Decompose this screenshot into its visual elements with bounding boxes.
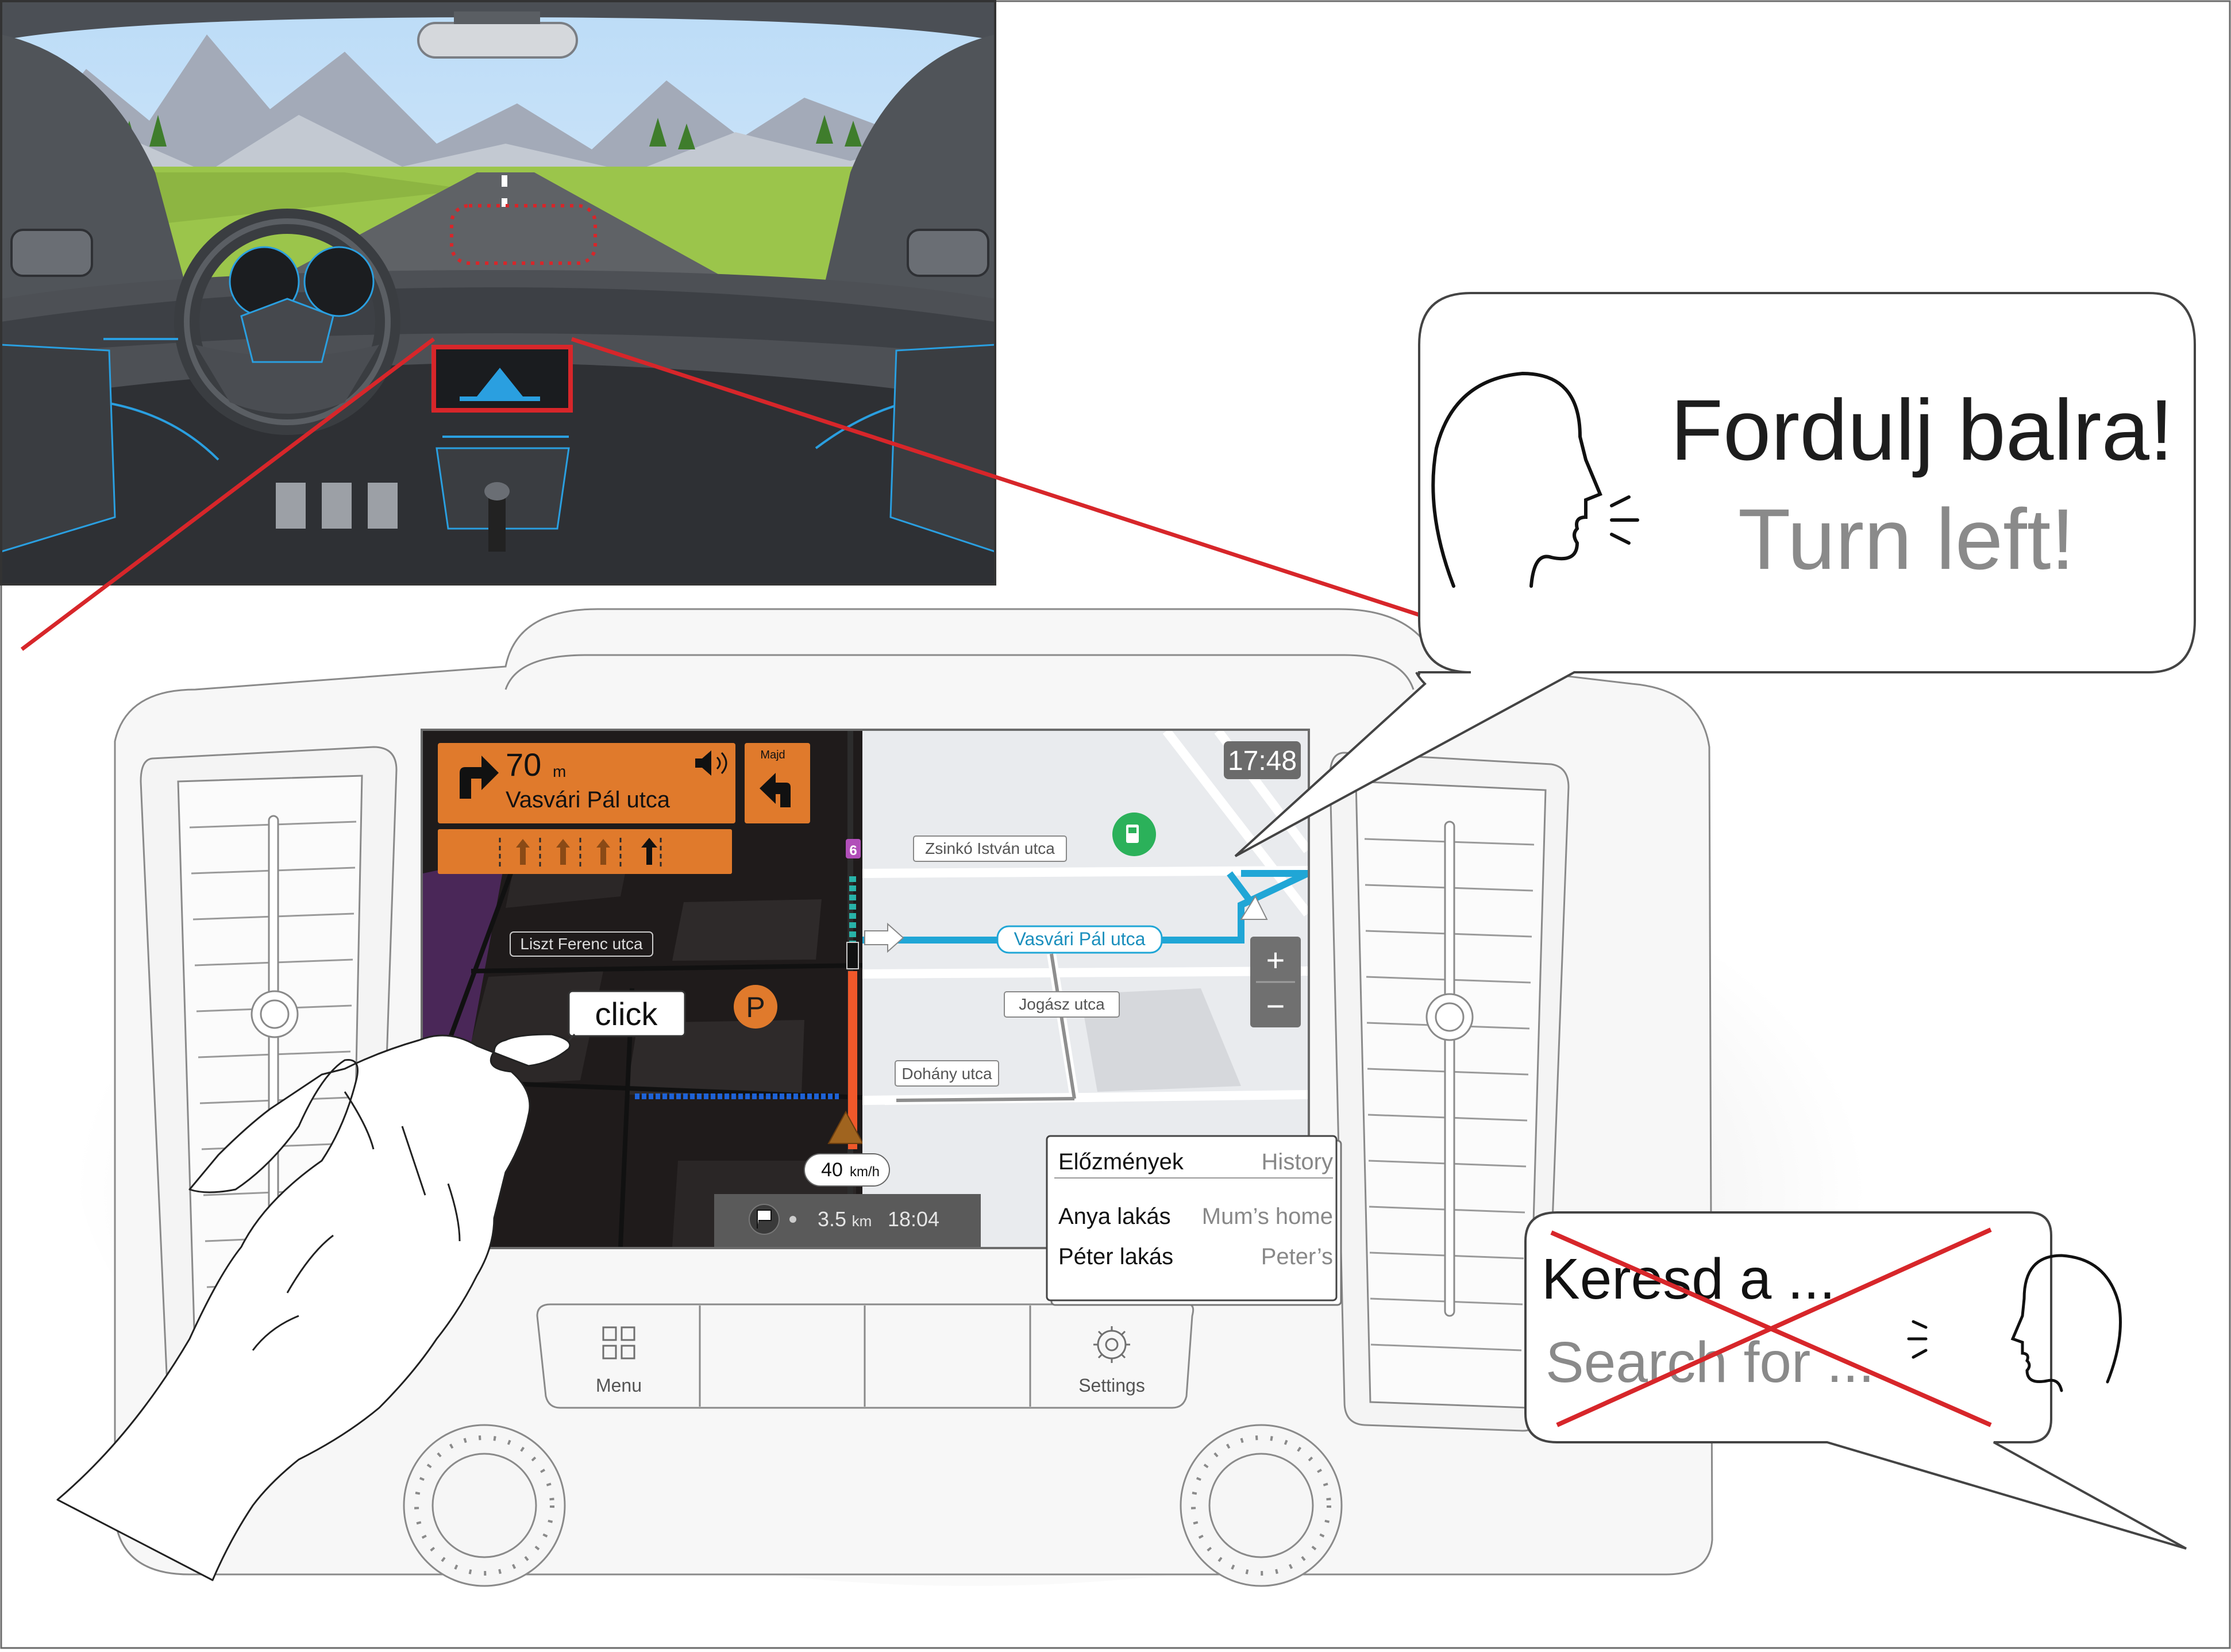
map-label-jogasz-text: Jogász utca [1019,995,1105,1013]
history-item-en: Peter’s [1261,1244,1333,1269]
speech-correct-english: Turn left! [1738,491,2075,587]
maneuver-distance: 70 [506,746,541,783]
clock-badge [1224,741,1301,779]
speech-bubble-crossed-out: Keresd a ... Search for ... [1524,1211,2187,1550]
parking-icon-label: P [746,991,765,1023]
click-callout: click [562,990,686,1048]
turn-right-icon [460,756,499,799]
turn-left-icon [760,773,791,807]
settings-button-label: Settings [1078,1375,1145,1396]
menu-button[interactable]: Menu [596,1326,642,1396]
maneuver-distance-unit: m [553,763,566,780]
remaining-unit: km [852,1212,872,1230]
speech-correct-hungarian: Fordulj balra! [1670,382,2173,478]
map-label-vasvari-text: Vasvári Pál utca [1014,929,1146,949]
cross-out-line [1556,1227,1992,1427]
menu-button-label: Menu [596,1375,642,1396]
speed-value: 40 [821,1159,843,1181]
next-maneuver-label: Majd [760,749,785,761]
bottom-button-bar [536,1303,1195,1409]
map-label-zsinko: Zsinkó István utca [913,835,1067,862]
zoom-out-button[interactable]: − [1266,988,1285,1024]
history-item[interactable]: Anya lakás Mum’s home [1058,1204,1333,1229]
parking-icon[interactable] [734,985,777,1029]
history-item-en: Mum’s home [1202,1204,1333,1229]
left-knob[interactable] [403,1424,566,1587]
touching-hand-illustration [56,1033,571,1581]
maneuver-panel [438,743,735,823]
vehicle-position-icon [827,1110,864,1144]
speech-wrong-hungarian: Keresd a ... [1542,1247,1835,1311]
zoom-in-button[interactable]: + [1266,942,1285,978]
eta-time: 18:04 [888,1207,939,1231]
speed-indicator [804,1153,890,1187]
grid-icon [602,1326,635,1360]
lane-guidance [438,829,732,874]
map-label-jogasz: Jogász utca [1004,991,1120,1018]
right-air-vent [1329,752,1570,1432]
speed-unit: km/h [850,1164,880,1180]
history-title-hu: Előzmények [1058,1149,1184,1175]
speech-bubble-correct: Fordulj balra! Turn left! [1234,292,2196,857]
maneuver-street: Vasvári Pál utca [506,787,671,812]
route-badge [846,839,861,858]
car-interior-scene [1,1,995,584]
speaking-head-icon [1907,1254,2122,1392]
speech-wrong-english: Search for ... [1546,1330,1874,1395]
map-label-dohany-text: Dohány utca [901,1065,992,1083]
history-item-hu: Péter lakás [1058,1244,1173,1269]
map-label-dohany: Dohány utca [895,1060,999,1087]
speaking-head-icon [1431,371,1639,588]
history-item[interactable]: Péter lakás Peter’s [1058,1244,1333,1269]
map-label-liszt-text: Liszt Ferenc utca [520,935,643,953]
settings-button[interactable]: Settings [1078,1326,1145,1396]
gear-icon [1093,1326,1130,1363]
map-label-zsinko-text: Zsinkó István utca [925,840,1055,857]
history-item-hu: Anya lakás [1058,1204,1171,1229]
route-badge-number: 6 [849,843,857,858]
map-label-liszt: Liszt Ferenc utca [510,931,653,957]
history-title-en: History [1262,1149,1333,1175]
right-knob[interactable] [1180,1424,1343,1587]
remaining-distance: 3.5 [818,1207,846,1231]
clock-text: 17:48 [1228,746,1297,776]
click-callout-text: click [595,996,658,1032]
speaker-icon[interactable] [695,750,727,776]
map-label-vasvari: Vasvári Pál utca [996,925,1163,954]
history-popup[interactable]: Előzmények History Anya lakás Mum’s home… [1046,1135,1342,1306]
